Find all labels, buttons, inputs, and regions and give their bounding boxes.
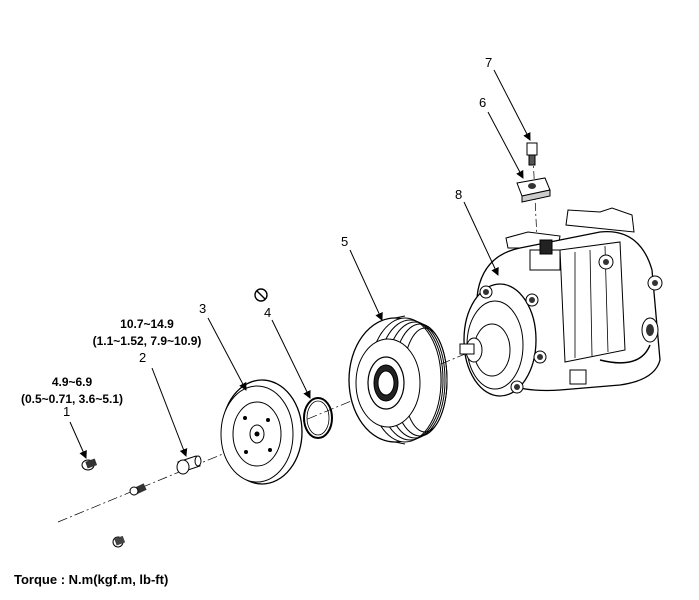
callout-7: 7 — [485, 55, 492, 70]
leader-5 — [349, 249, 383, 321]
part-7-bolt — [526, 142, 538, 166]
leader-1 — [69, 421, 87, 459]
callout-6: 6 — [479, 95, 486, 110]
part-8-compressor — [459, 207, 663, 397]
torque-spec-1-alt: (0.5~0.71, 3.6~5.1) — [21, 392, 123, 406]
part-1-bolt — [81, 458, 98, 471]
leader-6 — [487, 111, 524, 179]
part-5-pulley — [348, 315, 448, 445]
part-2-bolt — [176, 455, 202, 475]
leader-7 — [493, 69, 531, 141]
leader-8 — [463, 201, 499, 276]
part-4-snap-ring — [303, 397, 333, 439]
part-3-clutch-disc — [220, 379, 303, 485]
leader-2 — [151, 367, 188, 457]
torque-spec-2-alt: (1.1~1.52, 7.9~10.9) — [93, 334, 202, 348]
torque-spec-2-nm: 10.7~14.9 — [120, 317, 174, 331]
part-1-bolt-lower — [112, 535, 126, 548]
part-6-bracket — [516, 177, 551, 203]
bracket-axis-line — [532, 154, 538, 241]
callout-1: 1 — [63, 404, 70, 419]
leader-3 — [207, 317, 247, 391]
callout-4: 4 — [264, 305, 271, 320]
torque-units-note: Torque : N.m(kgf.m, lb-ft) — [14, 572, 169, 587]
callout-8: 8 — [455, 187, 462, 202]
torque-spec-1-nm: 4.9~6.9 — [52, 375, 93, 389]
callout-5: 5 — [341, 234, 348, 249]
prohibition-icon — [254, 288, 268, 302]
leader-4 — [271, 319, 311, 399]
callout-2: 2 — [139, 350, 146, 365]
part-1-bolt-center — [129, 483, 147, 496]
callout-3: 3 — [199, 301, 206, 316]
